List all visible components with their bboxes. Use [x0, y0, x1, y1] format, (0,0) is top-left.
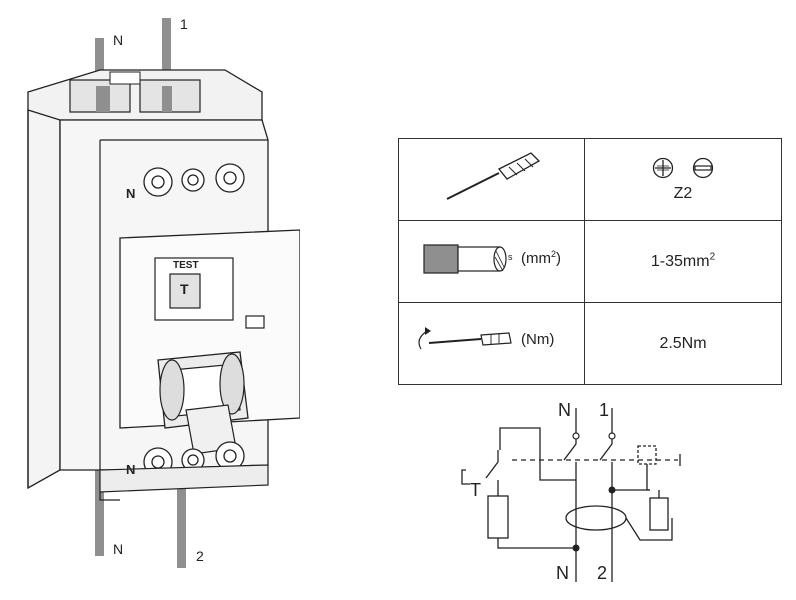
- wiring-schematic: [461, 408, 681, 582]
- cable-s-label: s: [508, 252, 513, 262]
- top-neutral-label: N: [113, 32, 124, 48]
- table-row: s (mm2) 1-35mm2: [398, 220, 782, 303]
- terminal-n-top-label: N: [126, 186, 136, 201]
- bottom-neutral-label: N: [113, 541, 124, 557]
- table-row: (Nm) 2.5Nm: [398, 302, 782, 385]
- cable-unit: (mm2): [521, 249, 562, 267]
- terminal-n-bottom-label: N: [126, 462, 136, 477]
- schematic-top-1-label: 1: [599, 400, 610, 420]
- torque-value-cell: 2.5Nm: [584, 302, 782, 385]
- test-button[interactable]: T: [180, 281, 189, 297]
- cable-range-cell: 1-35mm2: [584, 220, 782, 303]
- cable-icon: [423, 244, 507, 274]
- test-label: TEST: [173, 260, 199, 271]
- bit-size-value: Z2: [673, 184, 693, 202]
- torque-value: 2.5Nm: [659, 334, 707, 352]
- top-phase-label: 1: [180, 16, 188, 32]
- torque-cell: (Nm): [398, 302, 585, 385]
- phase-wire-top: [162, 18, 171, 120]
- table-row: Z2: [398, 138, 782, 221]
- bit-cell: Z2: [584, 138, 782, 221]
- cable-cell: s (mm2): [398, 220, 585, 303]
- bottom-phase-label: 2: [196, 548, 204, 564]
- schematic-bottom-2-label: 2: [597, 563, 608, 583]
- spec-table: Z2 s (mm2) 1-35mm2 (Nm): [398, 138, 782, 385]
- screwdriver-icon: [446, 152, 541, 200]
- schematic-bottom-n-label: N: [556, 563, 569, 583]
- cable-range-value: 1-35mm2: [650, 251, 716, 271]
- screwdriver-cell: [398, 138, 585, 221]
- phase-wire-bottom: [177, 488, 186, 568]
- schematic-test-label: T: [470, 480, 481, 500]
- slotted-icon: [692, 157, 714, 178]
- torque-screwdriver-icon: [418, 327, 512, 350]
- rcd-device-drawing: [27, 18, 300, 568]
- schematic-top-n-label: N: [558, 400, 571, 420]
- pozidriv-icon: [652, 157, 674, 178]
- torque-unit: (Nm): [521, 331, 555, 348]
